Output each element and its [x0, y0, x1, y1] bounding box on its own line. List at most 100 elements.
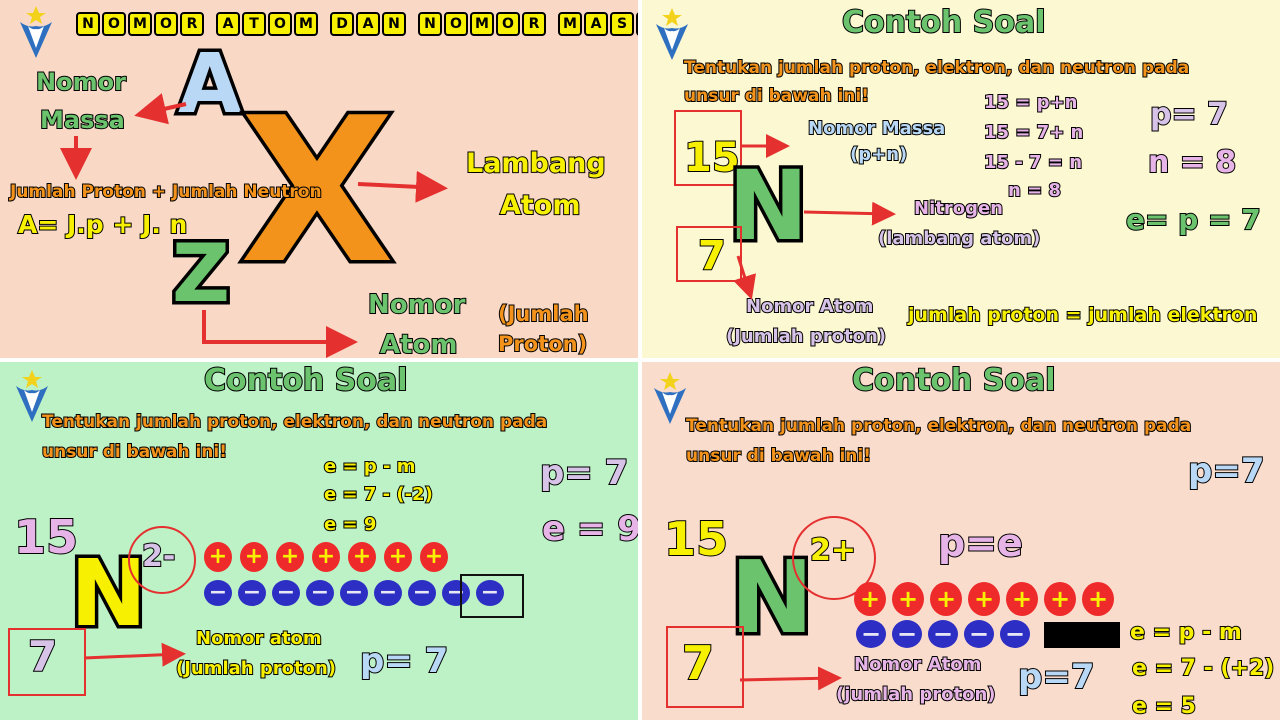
jumlah-proton-label: (Jumlah proton) — [175, 658, 337, 679]
formula-description: Jumlah Proton + Jumlah Neutron — [9, 182, 323, 202]
charge-label: 2- — [141, 539, 176, 574]
mass-number-box — [674, 110, 742, 186]
banner-letter: M — [128, 12, 152, 36]
banner-letter: M — [558, 12, 582, 36]
n-result: n = 8 — [1147, 145, 1237, 180]
atomic-number-box — [8, 628, 86, 696]
panel-nomor-atom-massa: NOMORATOMDANNOMORMASSA A X Z Nomor Massa… — [0, 0, 638, 358]
proton-particle: + — [204, 542, 232, 572]
proton-particle: + — [240, 542, 268, 572]
banner-letter: A — [584, 12, 608, 36]
lambang-label-1: Lambang — [465, 148, 607, 179]
mass-number: 15 — [683, 135, 741, 181]
calc-line-2: e = 7 - (-2) — [323, 484, 434, 505]
electron-particle: − — [272, 580, 300, 606]
nitrogen-label: Nitrogen — [913, 198, 1004, 219]
jumlah-proton-label: (jumlah proton) — [835, 684, 997, 705]
letter-z: Z — [168, 227, 233, 320]
atomic-number-box — [666, 626, 744, 708]
letter-x: X — [236, 75, 397, 308]
banner-letter: S — [610, 12, 634, 36]
electron-particle: − — [340, 580, 368, 606]
proton-particle: + — [930, 582, 962, 616]
title-banner: NOMORATOMDANNOMORMASSA — [76, 12, 638, 36]
panel-contoh-soal-3: Contoh Soal Tentukan jumlah proton, elek… — [642, 362, 1280, 720]
panel3-arrows — [83, 642, 186, 667]
atomic-number-box — [676, 226, 742, 282]
p-result: p= 7 — [539, 453, 629, 493]
electron-particle: − — [306, 580, 334, 606]
banner-letter: A — [356, 12, 380, 36]
banner-letter: N — [382, 12, 406, 36]
p-result-bottom: p=7 — [1017, 657, 1095, 697]
atomic-number: 7 — [697, 233, 727, 279]
panel4-arrows — [739, 666, 842, 691]
charge-circle — [128, 526, 196, 594]
calc-line-3: e = 5 — [1131, 694, 1197, 719]
p-result: p=7 — [1187, 451, 1265, 491]
calc-line-2: e = 7 - (+2) — [1131, 656, 1275, 681]
electron-particle: − — [408, 580, 436, 606]
proton-particle: + — [892, 582, 924, 616]
electron-particle: − — [374, 580, 402, 606]
missing-electrons-bar — [1044, 622, 1120, 648]
lambang-atom-label: (lambang atom) — [877, 228, 1041, 249]
question-line-1: Tentukan jumlah proton, elektron, dan ne… — [683, 58, 1190, 78]
nomor-atom-label: Nomor atom — [195, 628, 323, 649]
panel1-arrows — [60, 93, 448, 358]
proton-particle: + — [276, 542, 304, 572]
star-shield-logo-icon — [656, 8, 688, 60]
question-line-1: Tentukan jumlah proton, elektron, dan ne… — [41, 412, 548, 432]
star-shield-logo-icon — [20, 6, 52, 58]
question-line-2: unsur di bawah ini! — [685, 446, 872, 466]
banner-letter: M — [294, 12, 318, 36]
p-equals-e: p=e — [937, 521, 1024, 565]
proton-particle: + — [854, 582, 886, 616]
electron-particle: − — [856, 620, 886, 648]
calc-line-4: n = 8 — [1007, 180, 1062, 201]
calc-line-1: e = p - m — [323, 456, 416, 477]
banner-letter: R — [522, 12, 546, 36]
page-title: Contoh Soal — [841, 5, 1046, 40]
proton-particle: + — [1006, 582, 1038, 616]
star-shield-logo-icon — [16, 370, 48, 422]
nomor-atom-label: Nomor Atom — [853, 654, 982, 675]
proton-particle: + — [420, 542, 448, 572]
mass-number: 15 — [13, 510, 79, 564]
proton-particle: + — [312, 542, 340, 572]
banner-letter: N — [76, 12, 100, 36]
calc-line-3: e = 9 — [323, 514, 377, 535]
lambang-label-2: Atom — [499, 190, 581, 221]
electron-particle: − — [1000, 620, 1030, 648]
question-line-1: Tentukan jumlah proton, elektron, dan ne… — [685, 416, 1192, 436]
banner-letter: O — [102, 12, 126, 36]
banner-letter: D — [330, 12, 354, 36]
nomor-massa-label-1: Nomor — [35, 68, 127, 96]
electron-particle: − — [928, 620, 958, 648]
relation-text: jumlah proton = jumlah elektron — [907, 304, 1258, 326]
panel-contoh-soal-1: Contoh Soal Tentukan jumlah proton, elek… — [642, 0, 1280, 358]
star-shield-logo-icon — [654, 372, 686, 424]
formula-a: A= J.p + J. n — [17, 210, 188, 239]
charge-label: 2+ — [809, 533, 857, 568]
proton-particle: + — [1082, 582, 1114, 616]
banner-letter: O — [496, 12, 520, 36]
banner-letter: S — [636, 12, 638, 36]
nomor-massa-label-2: Massa — [39, 106, 126, 134]
calc-line-3: 15 - 7 = n — [983, 152, 1083, 173]
question-line-2: unsur di bawah ini! — [41, 442, 228, 462]
question-line-2: unsur di bawah ini! — [683, 86, 870, 106]
electron-particle: − — [892, 620, 922, 648]
banner-letter: R — [180, 12, 204, 36]
banner-letter: M — [470, 12, 494, 36]
p-plus-n-label: (p+n) — [849, 144, 908, 165]
proton-particle: + — [348, 542, 376, 572]
panel2-arrows — [733, 134, 896, 300]
electron-particle: − — [476, 580, 504, 606]
e-result: e = 9 — [541, 509, 638, 549]
panel-contoh-soal-2: Contoh Soal Tentukan jumlah proton, elek… — [0, 362, 638, 720]
banner-letter: A — [216, 12, 240, 36]
calc-line-2: 15 = 7+ n — [983, 122, 1084, 143]
extra-electrons-box — [460, 574, 524, 618]
jumlah-proton-label: (Jumlah proton) — [725, 326, 887, 347]
